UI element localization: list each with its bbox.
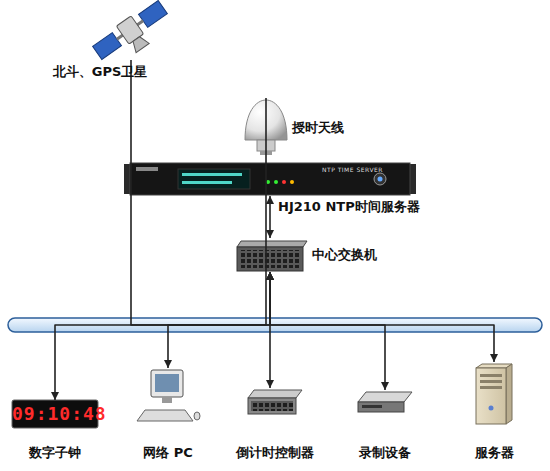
- recorder-slot: [362, 405, 382, 408]
- rack-ears: [124, 164, 416, 194]
- antenna-base: [257, 140, 275, 151]
- drive-bay: [480, 374, 502, 377]
- controller-top: [248, 390, 302, 398]
- network-link: [270, 196, 271, 238]
- link-line: [168, 272, 270, 368]
- tower-front: [476, 368, 506, 424]
- node-label: 网络 PC: [118, 445, 218, 461]
- link-line: [55, 272, 270, 400]
- tower-side: [506, 364, 512, 424]
- node-label: 录制设备: [335, 445, 435, 461]
- countdown-controller-node: 倒计时控制器: [248, 388, 302, 416]
- switch-ports: [240, 250, 300, 268]
- rack-knob-center: [378, 177, 383, 182]
- tower-top: [476, 364, 512, 368]
- server-tower-icon: [476, 364, 512, 424]
- network-link: [168, 272, 270, 368]
- pc-node: 网络 PC: [137, 368, 199, 424]
- server-node: 服务器: [474, 362, 514, 426]
- recording-device-node: 录制设备: [358, 390, 412, 414]
- node-label: 中心交换机: [312, 247, 377, 263]
- link-line: [269, 196, 271, 238]
- pc-icon: [137, 370, 200, 421]
- monitor: [151, 370, 183, 397]
- countdown-controller-icon: [248, 390, 302, 414]
- power-button: [489, 406, 494, 411]
- clock-face: [12, 400, 98, 428]
- recorder-front: [358, 402, 404, 412]
- rack-knob: [374, 173, 386, 185]
- antenna-icon: [245, 100, 287, 155]
- monitor-screen: [155, 374, 179, 392]
- link-line: [269, 272, 271, 388]
- antenna-mount: [260, 151, 272, 155]
- status-led: [266, 180, 270, 184]
- node-label: 北斗、GPS卫星: [40, 64, 160, 80]
- node-label: 倒计时控制器: [225, 445, 325, 461]
- network-link: [131, 60, 266, 325]
- recording-device-icon: [358, 392, 412, 412]
- status-led: [282, 180, 286, 184]
- rack-logo: [136, 167, 158, 171]
- status-led: [290, 180, 294, 184]
- drive-bay: [480, 380, 502, 383]
- antenna-dome: [245, 100, 287, 140]
- server-rack-icon: [124, 163, 416, 195]
- network-bus: [8, 318, 542, 332]
- drive-bay: [480, 386, 502, 389]
- satellite-icon: [91, 0, 175, 71]
- network-link: [270, 272, 494, 362]
- monitor-stand: [162, 397, 172, 403]
- node-label: HJ210 NTP时间服务器: [278, 199, 420, 215]
- clock-digits: 09:10:48: [12, 404, 98, 424]
- antenna-node: 授时天线: [243, 98, 289, 156]
- node-label: 服务器: [444, 445, 544, 461]
- satellite-arm: [116, 20, 144, 41]
- recorder-top: [358, 392, 412, 402]
- display-line: [182, 181, 232, 184]
- satellite-dish: [130, 34, 149, 52]
- network-link: [270, 272, 385, 390]
- satellite-node: 北斗、GPS卫星: [95, 6, 167, 60]
- controller-ports: [251, 401, 293, 411]
- status-led: [274, 180, 278, 184]
- network-link: [270, 272, 271, 388]
- panel-text: NTP TIME SERVER: [322, 166, 383, 174]
- rack-front: [130, 163, 410, 195]
- link-line: [270, 272, 385, 390]
- satellite-body: [116, 16, 143, 44]
- switch-icon: [237, 241, 307, 271]
- link-line: [131, 60, 266, 325]
- mouse: [194, 412, 200, 420]
- node-label: 授时天线: [292, 120, 344, 136]
- switch-front: [237, 247, 303, 271]
- node-label: 数字子钟: [5, 445, 105, 461]
- digital-clock-node: 09:10:48数字子钟: [12, 400, 98, 428]
- solar-panel: [93, 33, 122, 60]
- network-link: [55, 272, 270, 400]
- switch-top: [237, 241, 307, 247]
- link-line: [270, 272, 494, 362]
- controller-front: [248, 398, 296, 414]
- time-server-node: NTP TIME SERVERHJ210 NTP时间服务器: [128, 162, 412, 196]
- solar-panel: [139, 1, 168, 28]
- keyboard: [137, 410, 193, 421]
- rack-display: [178, 169, 250, 189]
- display-line: [182, 173, 242, 176]
- switch-node: 中心交换机: [233, 238, 307, 272]
